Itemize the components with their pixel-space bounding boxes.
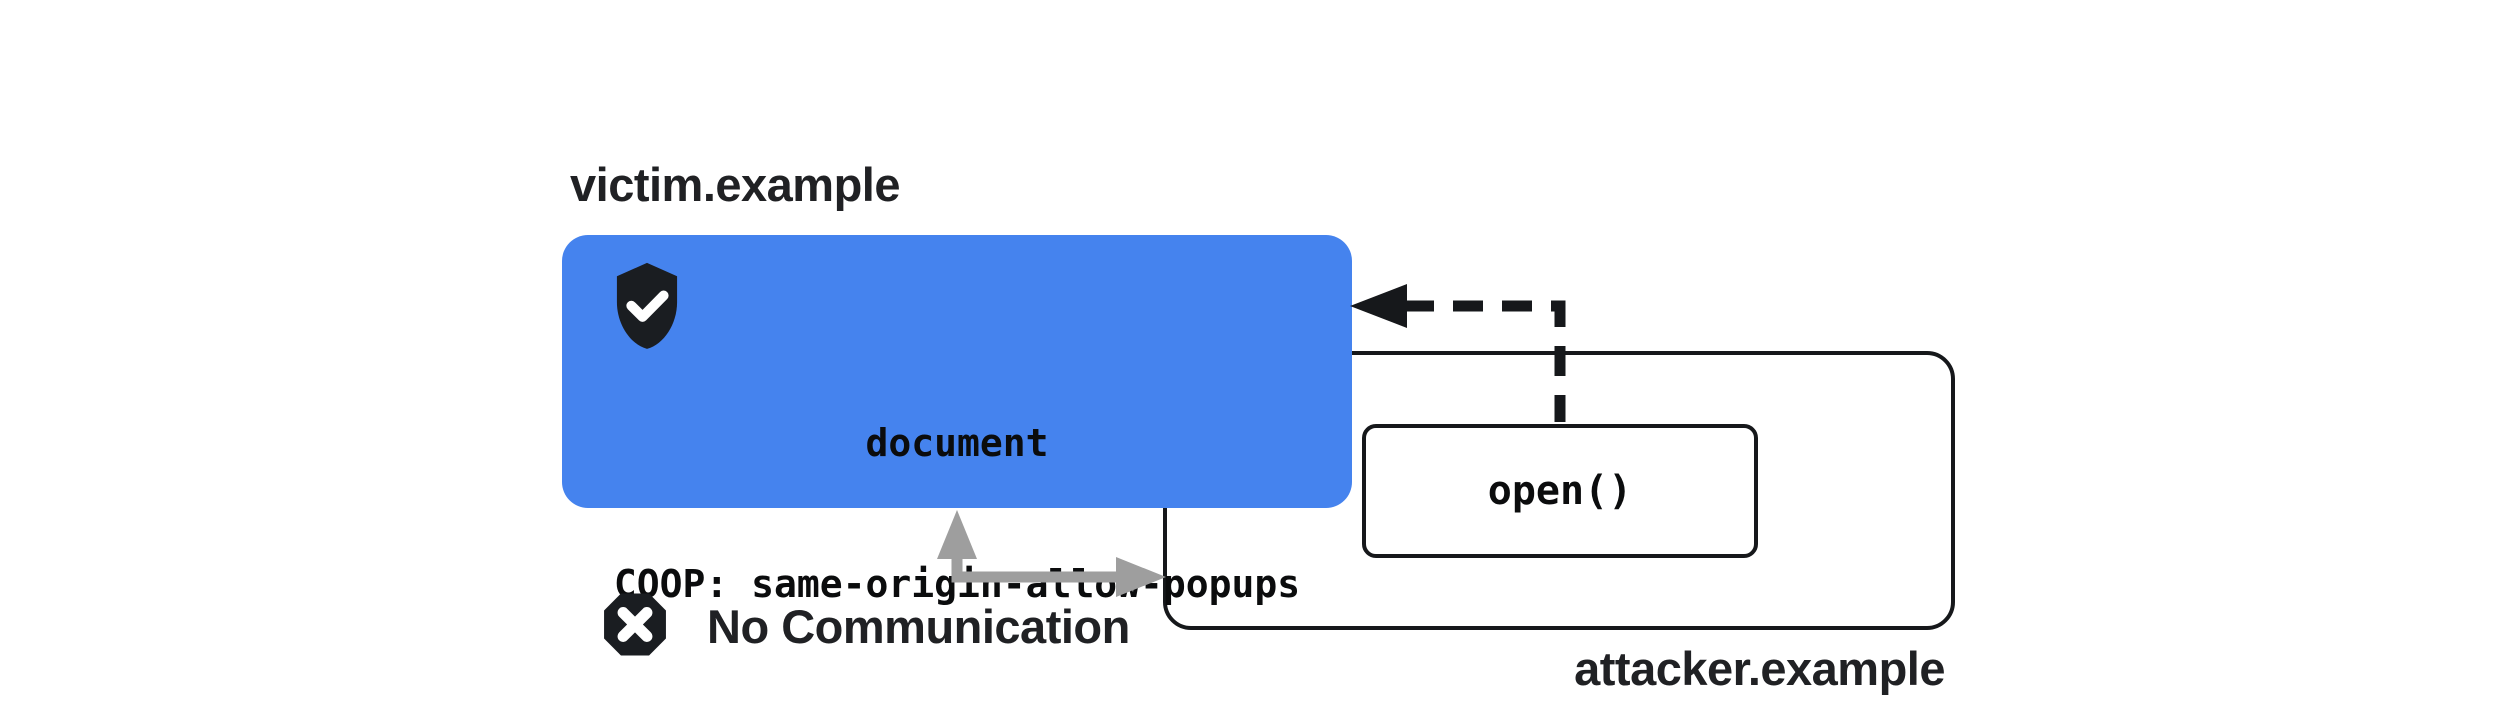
victim-document-line2: COOP: same-origin-allow-popups — [613, 562, 1301, 606]
open-call-box: open() — [1362, 424, 1758, 558]
no-communication-label: No Communication — [707, 600, 1130, 653]
attacker-domain-label: attacker.example — [1574, 642, 1945, 695]
open-call-label: open() — [1487, 468, 1633, 514]
victim-document-box: document COOP: same-origin-allow-popups — [562, 235, 1352, 606]
victim-domain-label: victim.example — [570, 158, 901, 211]
dashed-arrowhead-left — [1350, 284, 1407, 328]
victim-document-line1: document — [865, 421, 1049, 465]
victim-document-text: document COOP: same-origin-allow-popups — [562, 326, 1352, 702]
x-octagon-icon — [604, 593, 666, 656]
shield-check-icon — [616, 262, 678, 349]
